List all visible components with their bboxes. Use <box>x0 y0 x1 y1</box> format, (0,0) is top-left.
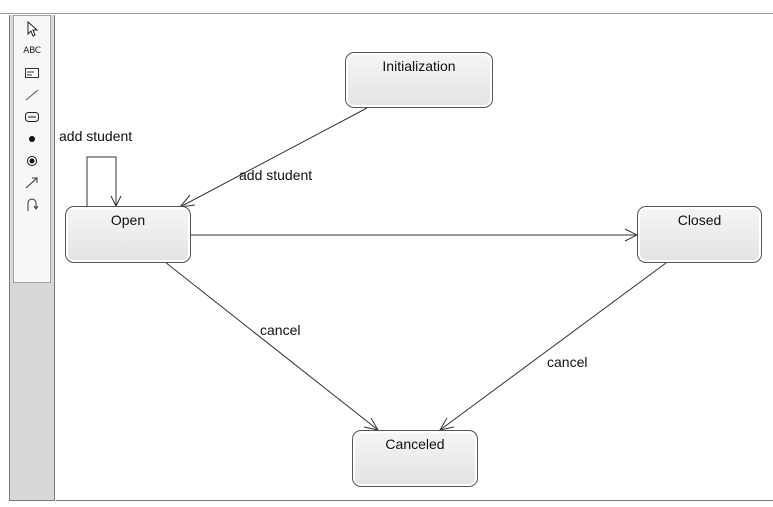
arrow-icon <box>25 177 38 189</box>
transition-open-to-canceled[interactable] <box>164 261 380 431</box>
transition-closed-to-canceled[interactable] <box>438 262 667 431</box>
text-abc-icon: ABC <box>23 46 41 56</box>
tool-palette: ABC <box>9 15 55 501</box>
state-box-icon <box>25 112 39 122</box>
transition-label-init-to-open: add student <box>239 167 313 183</box>
transition-init-to-open[interactable] <box>178 107 368 208</box>
transition-open-self-loop[interactable] <box>86 156 122 208</box>
select-tool[interactable] <box>14 18 50 40</box>
text-tool[interactable]: ABC <box>14 40 50 62</box>
state-open-label: Open <box>110 212 146 228</box>
tool-panel: ABC <box>13 15 51 283</box>
state-open[interactable]: Open <box>65 206 191 263</box>
state-tool[interactable] <box>14 106 50 128</box>
transition-tool[interactable] <box>14 172 50 194</box>
bottom-border <box>56 500 773 501</box>
self-transition-tool[interactable] <box>14 194 50 216</box>
state-initialization-label: Initialization <box>382 58 456 74</box>
filled-dot-icon <box>29 136 35 142</box>
line-tool[interactable] <box>14 84 50 106</box>
transition-label-open-self: add student <box>59 128 133 144</box>
initial-state-tool[interactable] <box>14 128 50 150</box>
state-canceled[interactable]: Canceled <box>352 430 478 487</box>
state-closed-label: Closed <box>677 212 722 228</box>
state-closed[interactable]: Closed <box>637 206 762 263</box>
state-canceled-label: Canceled <box>385 436 445 452</box>
transition-label-closed-to-canceled: cancel <box>547 354 588 370</box>
line-icon <box>25 89 39 101</box>
note-icon <box>25 68 39 78</box>
top-border <box>0 13 773 14</box>
state-initialization[interactable]: Initialization <box>345 52 493 108</box>
transition-open-to-closed[interactable] <box>190 228 639 242</box>
note-tool[interactable] <box>14 62 50 84</box>
transition-label-open-to-canceled: cancel <box>260 322 301 338</box>
final-state-tool[interactable] <box>14 150 50 172</box>
pointer-arrow-icon <box>27 21 39 37</box>
loop-arrow-icon <box>27 198 39 211</box>
bullseye-icon <box>27 156 37 166</box>
